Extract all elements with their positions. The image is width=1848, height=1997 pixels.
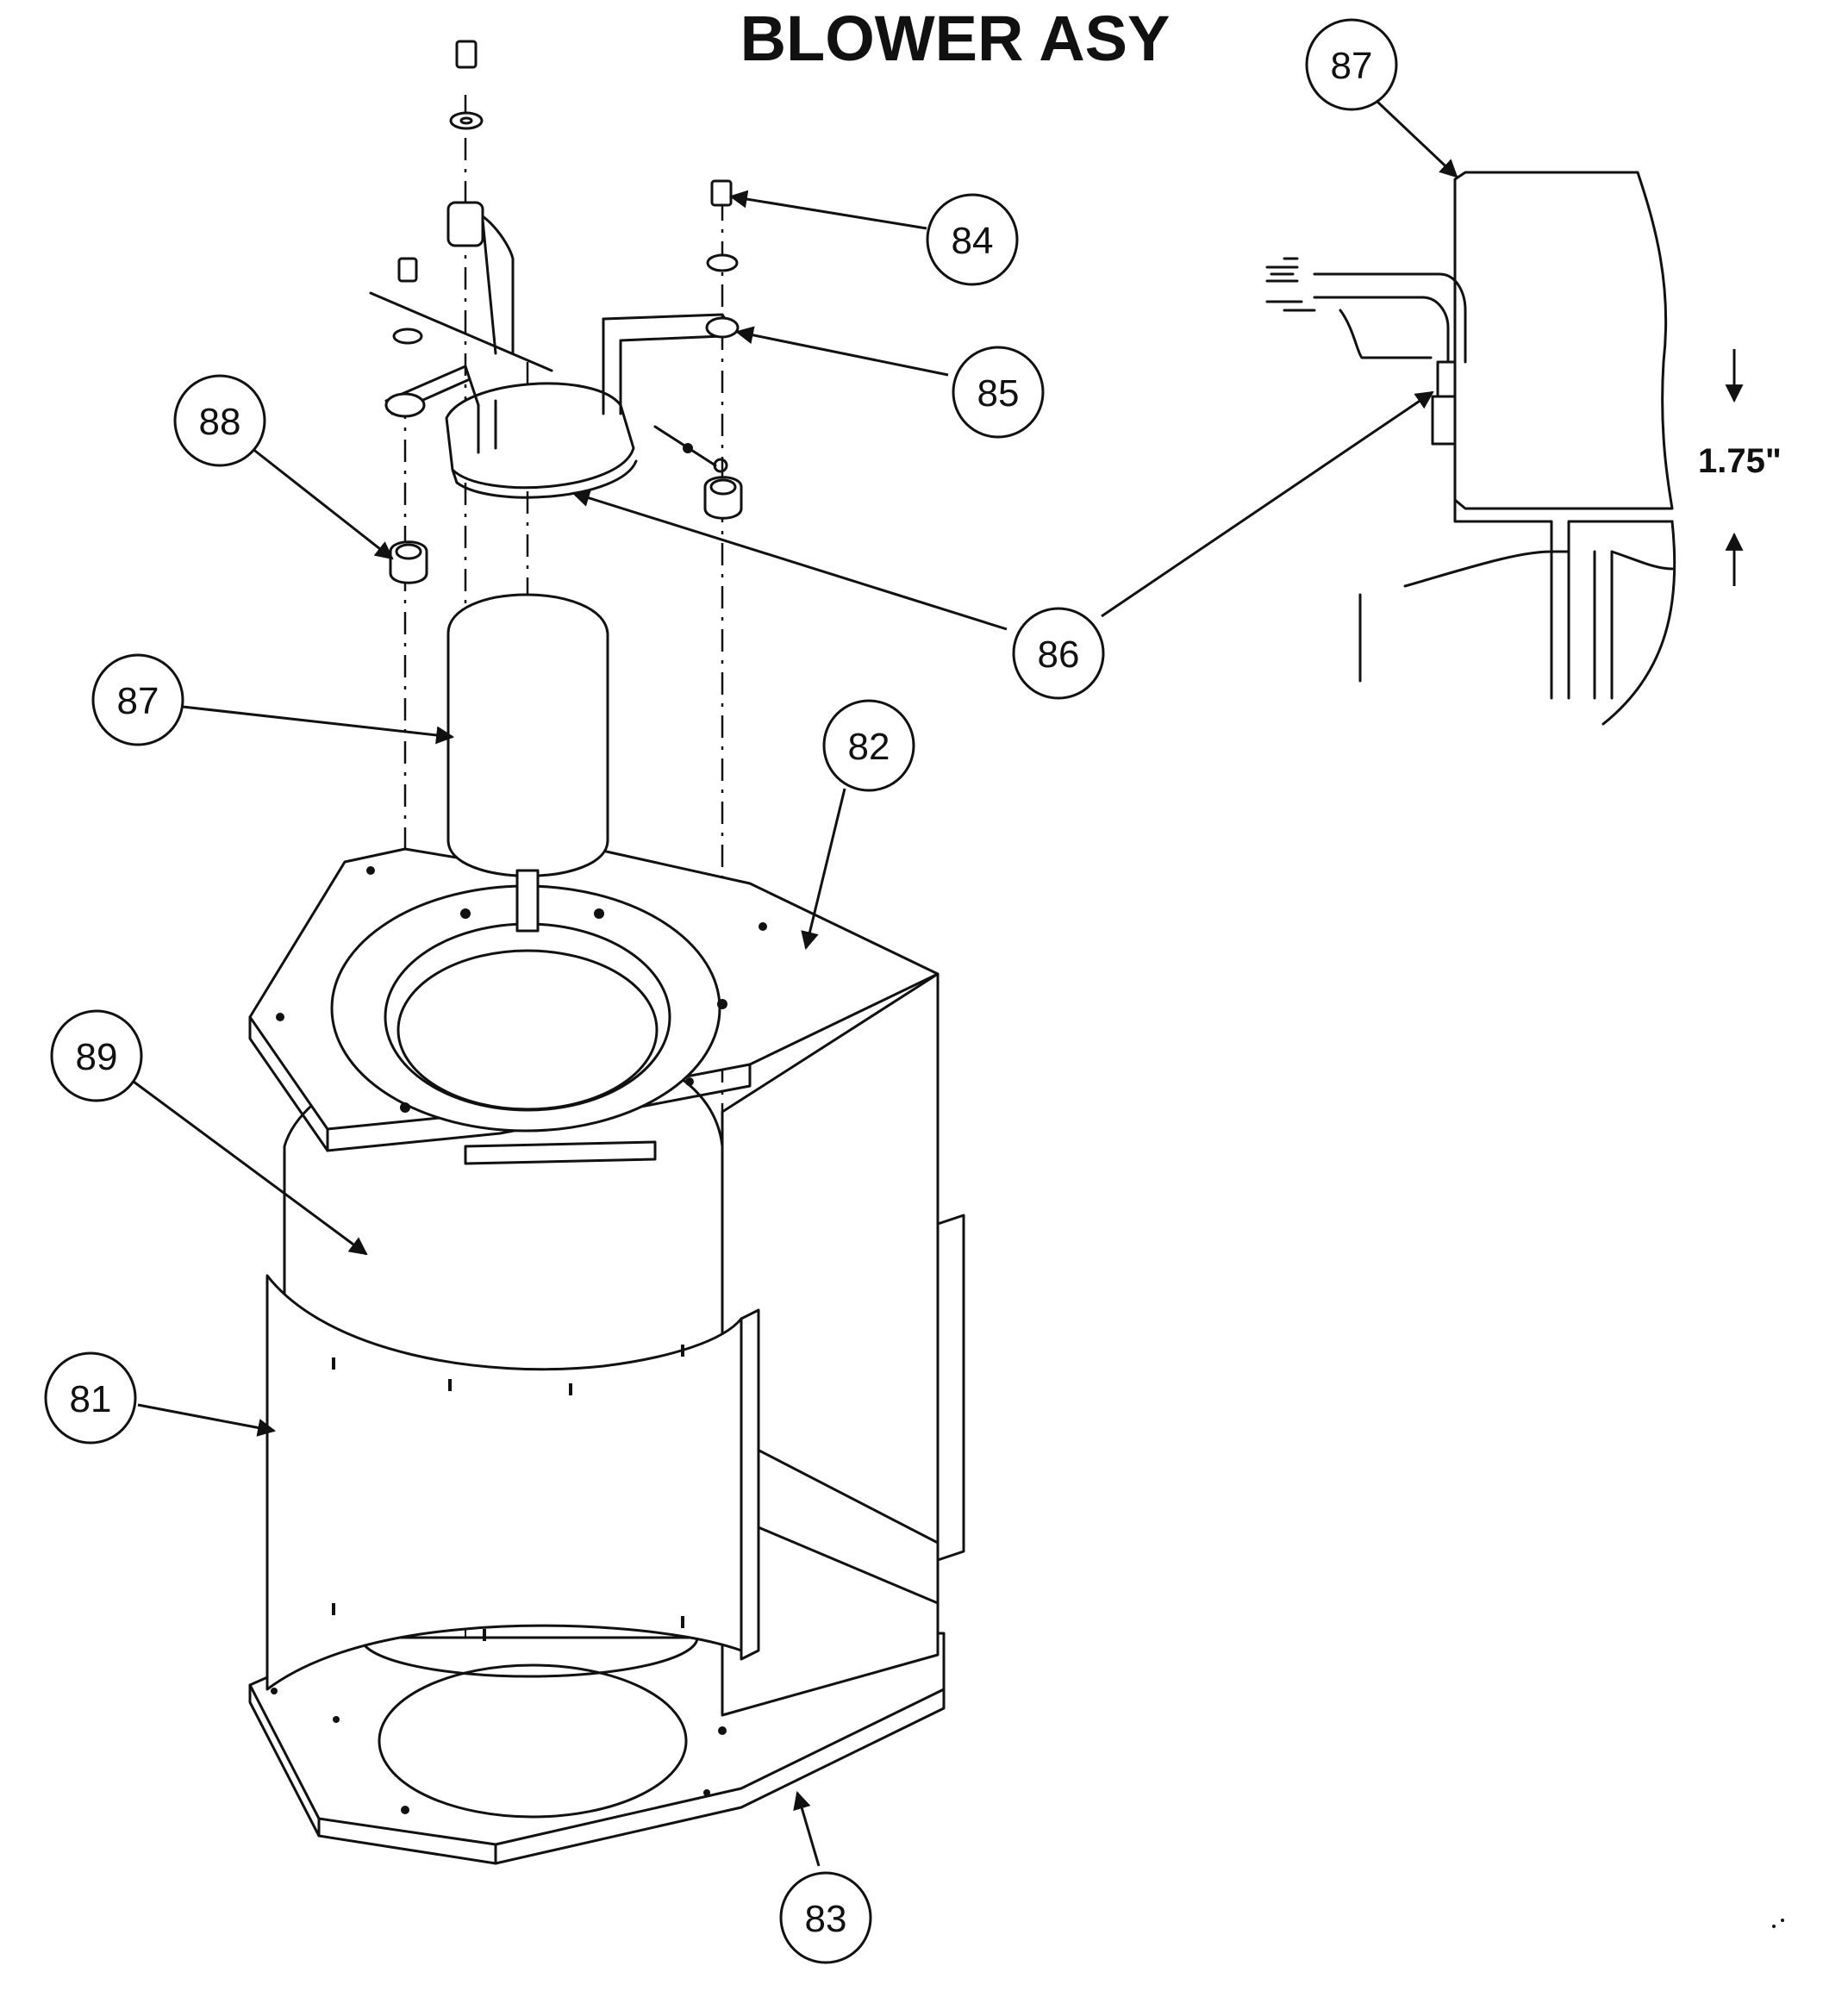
detail-view: [1265, 171, 1676, 726]
callout-82-label: 82: [848, 726, 890, 768]
callout-82: 82: [822, 699, 915, 792]
scroll-housing: [265, 1040, 760, 1691]
motor: [446, 593, 609, 933]
dimension-marker: 1.75": [1698, 349, 1782, 586]
callout-87-detail-label: 87: [1331, 45, 1373, 87]
callout-83: 83: [779, 1871, 872, 1964]
callout-87: 87: [91, 653, 184, 746]
dimension-label: 1.75": [1698, 442, 1782, 480]
callout-81-label: 81: [70, 1378, 112, 1420]
callout-87-label: 87: [117, 680, 159, 722]
callout-86: 86: [1012, 607, 1105, 700]
callout-89: 89: [50, 1009, 143, 1102]
callout-84: 84: [926, 193, 1019, 286]
diagram-title: BLOWER ASY: [740, 3, 1171, 74]
callout-85: 85: [952, 346, 1045, 439]
fasteners: [389, 40, 743, 584]
callout-86-label: 86: [1038, 633, 1080, 676]
callout-81: 81: [44, 1351, 137, 1445]
mounting-arms: [369, 201, 740, 467]
callout-83-label: 83: [805, 1898, 847, 1940]
callout-85-label: 85: [977, 372, 1020, 415]
callout-88: 88: [173, 374, 266, 467]
motor-mount-band: [445, 382, 638, 499]
callout-88-label: 88: [199, 401, 241, 443]
leader-lines: [133, 100, 1458, 1867]
callout-84-label: 84: [952, 220, 994, 262]
callout-87-detail: 87: [1305, 18, 1398, 111]
callout-89-label: 89: [76, 1036, 118, 1078]
